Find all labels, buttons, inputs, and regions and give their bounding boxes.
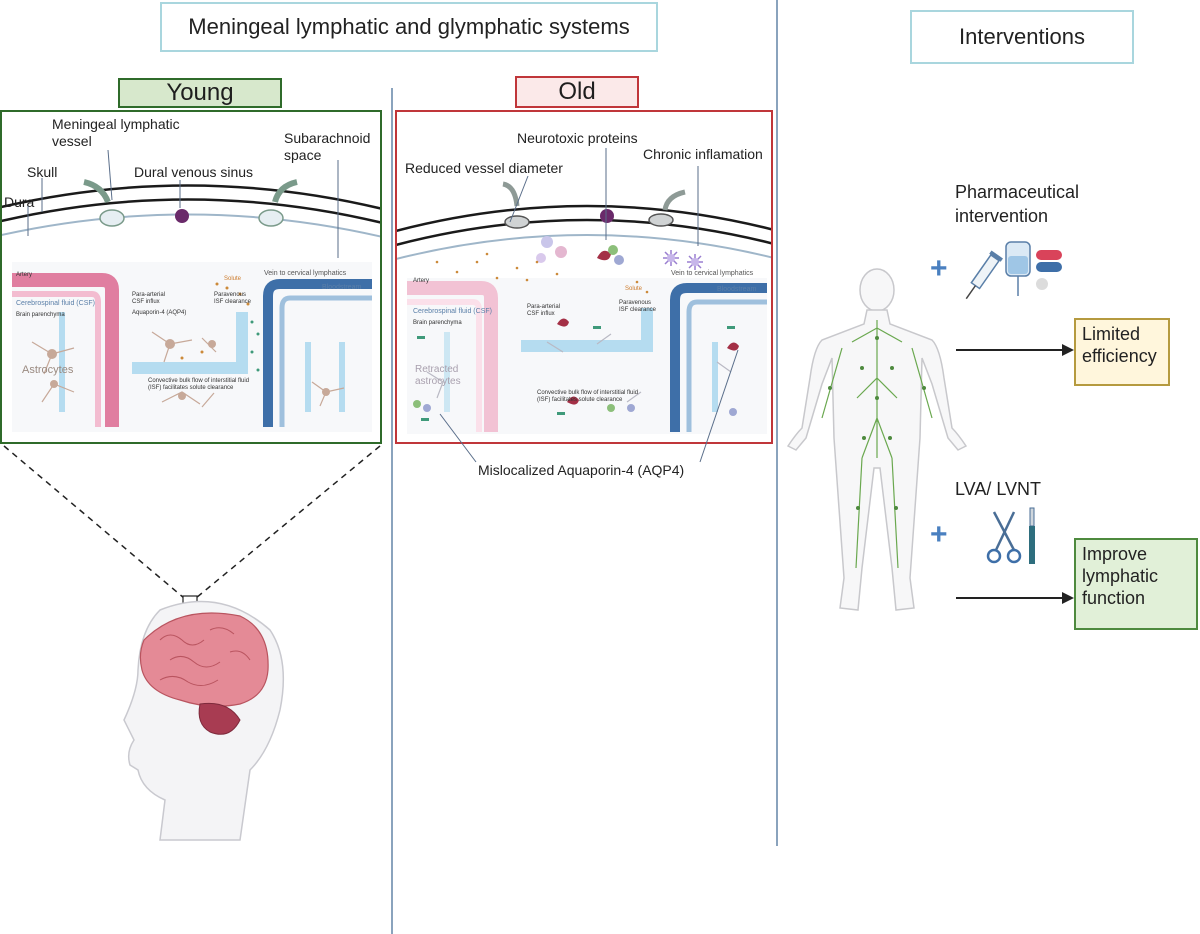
scalpel-icon xyxy=(1029,507,1035,564)
callout-lines xyxy=(27,148,739,463)
old-para-arterial-label: Para-arterial CSF influx xyxy=(527,304,561,317)
plus-icon-lva: + xyxy=(930,518,948,551)
scissors-icon xyxy=(986,511,1022,564)
young-aqp4-label: Aquaporin-4 (AQP4) xyxy=(132,310,187,316)
old-inflammation-label: Chronic inflamation xyxy=(643,146,763,162)
young-astrocytes-label: Astrocytes xyxy=(22,364,74,376)
young-csf-label: Cerebrospinal fluid (CSF) xyxy=(16,300,95,307)
divider-center xyxy=(391,88,393,934)
young-paravenous-label: Paravenous ISF clearance xyxy=(214,292,252,305)
young-meningeal-vessel-label: Meningeal lymphatic vessel xyxy=(52,116,180,149)
human-body-icon xyxy=(786,268,968,611)
old-dural-sinus-icon xyxy=(600,209,614,223)
young-tag: Young xyxy=(118,78,282,108)
young-parenchyma-label: Brain parenchyma xyxy=(16,312,65,318)
young-dural-sinus-label: Dural venous sinus xyxy=(134,164,254,180)
interventions-title-box: Interventions xyxy=(910,10,1134,64)
plus-icon-pharma: + xyxy=(930,252,948,285)
old-convective-label: Convective bulk flow of interstitial flu… xyxy=(537,390,639,403)
limited-efficiency-box: Limited efficiency xyxy=(1074,318,1170,386)
young-subarachnoid-label: Subarachnoid space xyxy=(284,130,371,163)
old-retracted-label: Retracted astrocytes xyxy=(415,364,461,387)
main-title: Meningeal lymphatic and glymphatic syste… xyxy=(188,14,630,39)
neurotoxic-proteins-icon xyxy=(536,236,624,265)
old-neurotoxic-label: Neurotoxic proteins xyxy=(517,130,638,146)
dural-venous-sinus-icon xyxy=(175,209,189,223)
old-parenchyma-label: Brain parenchyma xyxy=(413,320,462,326)
old-vein-label: Vein to cervical lymphatics xyxy=(671,270,754,277)
young-para-arterial-label: Para-arterial CSF influx xyxy=(132,292,166,305)
old-csf-label: Cerebrospinal fluid (CSF) xyxy=(413,308,492,315)
arrow-right-icon xyxy=(956,344,1074,356)
young-solute-label: Solute xyxy=(224,276,242,282)
improve-function-box: Improve lymphatic function xyxy=(1074,538,1198,630)
arrow-right-icon-2 xyxy=(956,592,1074,604)
limited-efficiency-text: Limited efficiency xyxy=(1082,324,1157,366)
young-meninges xyxy=(2,184,380,432)
young-dura-label: Dura xyxy=(4,194,35,210)
old-bloodstream-label: Bloodstream xyxy=(717,286,757,293)
iv-bag-icon xyxy=(1005,241,1031,296)
young-tag-label: Young xyxy=(166,79,234,106)
old-reduced-label: Reduced vessel diameter xyxy=(405,160,563,176)
inflammation-icon xyxy=(663,250,703,270)
young-bloodstream-label: Bloodstream xyxy=(322,284,362,291)
old-tag-label: Old xyxy=(558,78,596,105)
old-artery-label: Artery xyxy=(413,278,430,284)
brain-icon xyxy=(123,600,285,841)
lva-label: LVA/ LVNT xyxy=(955,479,1042,499)
old-lymphatic-vessel-icon-2 xyxy=(648,189,686,227)
improve-function-text: Improve lymphatic function xyxy=(1082,544,1159,608)
young-lymphatic-vessel-icon-2 xyxy=(258,179,298,227)
old-panel: Neurotoxic proteins Reduced vessel diame… xyxy=(395,110,773,444)
young-skull-label: Skull xyxy=(27,164,58,180)
old-mislocalized-label: Mislocalized Aquaporin-4 (AQP4) xyxy=(478,462,685,478)
young-convective-label: Convective bulk flow of interstitial flu… xyxy=(148,378,250,391)
young-lymphatic-vessel-icon xyxy=(83,179,125,227)
old-paravenous-label: Paravenous ISF clearance xyxy=(619,300,657,313)
interventions-title: Interventions xyxy=(959,24,1085,49)
main-title-box: Meningeal lymphatic and glymphatic syste… xyxy=(160,2,658,52)
capsule-icon xyxy=(1036,250,1062,290)
divider-right xyxy=(776,0,778,846)
young-artery-label: Artery xyxy=(16,272,33,278)
young-vein-label: Vein to cervical lymphatics xyxy=(264,270,347,277)
pharma-label: Pharmaceutical intervention xyxy=(955,182,1080,226)
young-artery-vein-diagram xyxy=(12,273,372,427)
old-artery-vein-diagram xyxy=(407,252,767,432)
old-tag: Old xyxy=(515,76,639,108)
syringe-icon xyxy=(965,250,1003,300)
old-solute-label: Solute xyxy=(625,286,643,292)
young-panel: Meningeal lymphatic vessel Skull Dura Du… xyxy=(0,110,382,444)
